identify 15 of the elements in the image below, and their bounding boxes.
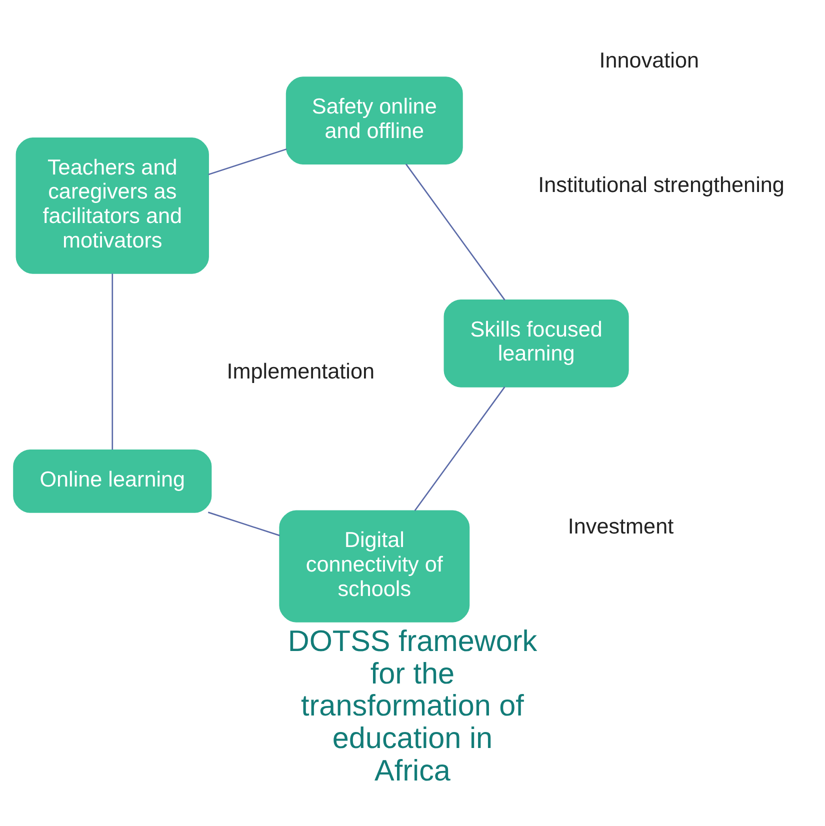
connector — [208, 148, 287, 176]
connector — [208, 512, 280, 536]
label: Investment — [568, 514, 674, 539]
connector — [414, 386, 506, 512]
label: Institutional strengthening — [538, 172, 784, 197]
diagram-title: DOTSS framework for the transformation of education in Africa — [288, 624, 538, 788]
node-box: Safety online and offline — [286, 76, 463, 164]
node-box: Digital connectivity of schools — [279, 510, 470, 622]
connector — [112, 274, 114, 450]
node-box: Teachers and caregivers as facilitators and motivators — [16, 137, 209, 274]
label: Implementation — [226, 358, 374, 384]
node-box: Skills focused learning — [444, 300, 629, 388]
connector — [405, 164, 506, 300]
label: Innovation — [599, 48, 699, 73]
node-box: Online learning — [13, 449, 212, 513]
